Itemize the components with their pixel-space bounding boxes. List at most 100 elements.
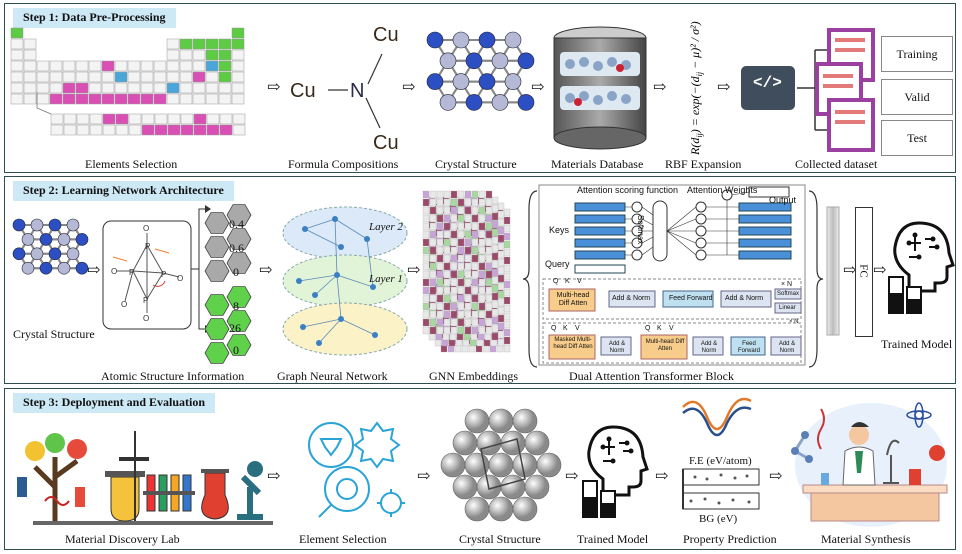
hex-stack-bottom	[204, 286, 252, 364]
brace	[522, 190, 538, 368]
materials-database-icon	[553, 26, 647, 150]
enc-softmax: Softmax	[777, 291, 800, 297]
attention-weights-label: Attention Weights	[687, 185, 758, 195]
dec-mha: Multi-head Diff Atten	[645, 339, 685, 352]
fc-layer	[855, 207, 873, 337]
arrow-icon: ⇨	[717, 79, 731, 96]
caption-element-selection: Element Selection	[299, 532, 387, 546]
formula-cu-top: Cu	[373, 24, 399, 46]
svg-text:P: P	[145, 242, 150, 251]
element-selection-icon	[308, 421, 405, 518]
brace-right	[808, 190, 824, 368]
arrow-icon: ⇨	[259, 262, 273, 279]
enc-ff: Feed Forward	[669, 295, 713, 302]
collected-dataset-icon	[741, 28, 875, 152]
arrow-icon: ⇨	[843, 262, 857, 279]
arrow-icon: ⇨	[267, 79, 281, 96]
dataset-test: Test	[881, 120, 953, 156]
arrow-icon: ⇨	[873, 262, 887, 279]
step3-panel: Step 3: Deployment and Evaluation Materi…	[4, 388, 956, 550]
hex-value: 0	[233, 265, 239, 279]
enc-v: V	[577, 278, 582, 285]
caption-gnn: Graph Neural Network	[277, 369, 388, 383]
dataset-valid: Valid	[881, 79, 953, 115]
hex-stack-top	[204, 204, 252, 282]
attention-output-label: Output	[769, 195, 797, 205]
caption-property-prediction: Property Prediction	[683, 532, 777, 546]
enc-addnorm-2: Add & Norm	[725, 295, 764, 302]
dec-v: V	[575, 325, 580, 332]
hex-value: 0	[233, 343, 239, 357]
dec-addnorm-2: Add & Norm	[700, 341, 718, 354]
caption-collected-dataset: Collected dataset	[795, 157, 878, 171]
arrow-icon: ⇨	[87, 262, 101, 279]
pooling-bar	[826, 206, 840, 336]
rbf-formula: R(dij) = exp(−(dij − μ)² / σ²)	[688, 21, 704, 156]
dec-k: K	[563, 325, 568, 332]
attention-keys-label: Keys	[549, 225, 570, 235]
enc-addnorm: Add & Norm	[612, 295, 651, 302]
crystal-structure-icon	[12, 218, 89, 275]
svg-text:P: P	[129, 268, 134, 277]
caption-material-discovery-lab: Material Discovery Lab	[65, 532, 180, 546]
svg-text:P: P	[161, 270, 166, 279]
fc-label: FC	[857, 264, 870, 278]
step1-panel: Step 1: Data Pre-Processing ⇨ Cu N Cu Cu…	[4, 3, 956, 173]
svg-text:O: O	[177, 274, 183, 283]
caption-rbf-expansion: RBF Expansion	[665, 157, 742, 171]
dec-ff: Feed Forward	[737, 341, 760, 354]
svg-text:O: O	[121, 300, 127, 309]
step3-title: Step 3: Deployment and Evaluation	[13, 393, 216, 413]
material-discovery-lab-icon	[17, 431, 273, 525]
caption-material-synthesis: Material Synthesis	[821, 532, 911, 546]
caption-materials-database: Materials Database	[551, 157, 644, 171]
arrow-icon: ⇨	[769, 468, 783, 485]
svg-text:O: O	[143, 314, 149, 323]
arrow-icon: ⇨	[653, 79, 667, 96]
attention-query-label: Query	[545, 259, 570, 269]
dec-addnorm-3: Add & Norm	[778, 341, 796, 354]
arrow-icon: ⇨	[655, 468, 669, 485]
fe-label: F.E (eV/atom)	[689, 455, 752, 467]
hex-value: 0.6	[229, 241, 244, 255]
step2-panel: Step 2: Learning Network Architecture Cr…	[4, 176, 956, 384]
formula-n: N	[350, 80, 365, 102]
dec-k2: K	[657, 325, 662, 332]
gnn-embeddings-grid	[422, 190, 511, 353]
svg-text:O: O	[143, 224, 149, 233]
formula-cu-bottom: Cu	[373, 132, 399, 154]
enc-nx: × N	[781, 281, 793, 288]
material-synthesis-icon	[791, 402, 948, 527]
trained-model-head-icon	[888, 221, 955, 314]
caption-atomic-structure: Atomic Structure Information	[101, 369, 245, 383]
enc-k: K	[565, 278, 570, 285]
dual-attention-block	[538, 184, 806, 366]
dataset-training: Training	[881, 36, 953, 72]
hex-value: 26	[229, 321, 241, 335]
property-prediction-icon	[682, 397, 760, 510]
bg-label: BG (eV)	[699, 513, 738, 525]
hex-value: 0.4	[229, 217, 244, 231]
gnn-layers-diagram	[282, 206, 408, 356]
arrow-icon: ⇨	[417, 468, 431, 485]
dec-q2: Q	[645, 325, 651, 332]
formula-diagram	[328, 53, 383, 129]
enc-q: Q	[553, 278, 559, 285]
arrow-icon: ⇨	[407, 262, 421, 279]
dec-q: Q	[551, 325, 557, 332]
caption-crystal-structure-3: Crystal Structure	[459, 532, 541, 546]
trained-model-head-icon	[582, 425, 649, 518]
formula-cu-left: Cu	[290, 80, 316, 102]
arrow-icon: ⇨	[565, 468, 579, 485]
caption-trained-model: Trained Model	[881, 337, 953, 351]
dec-addnorm: Add & Norm	[608, 341, 626, 354]
caption-gnn-embeddings: GNN Embeddings	[429, 369, 518, 383]
caption-crystal-structure: Crystal Structure	[435, 157, 517, 171]
caption-crystal-structure-2: Crystal Structure	[13, 327, 95, 341]
step2-title: Step 2: Learning Network Architecture	[13, 181, 234, 201]
dec-nx: × N	[789, 319, 799, 325]
code-icon: </>	[753, 74, 782, 92]
enc-linear: Linear	[779, 305, 796, 311]
svg-text:O: O	[111, 267, 117, 276]
